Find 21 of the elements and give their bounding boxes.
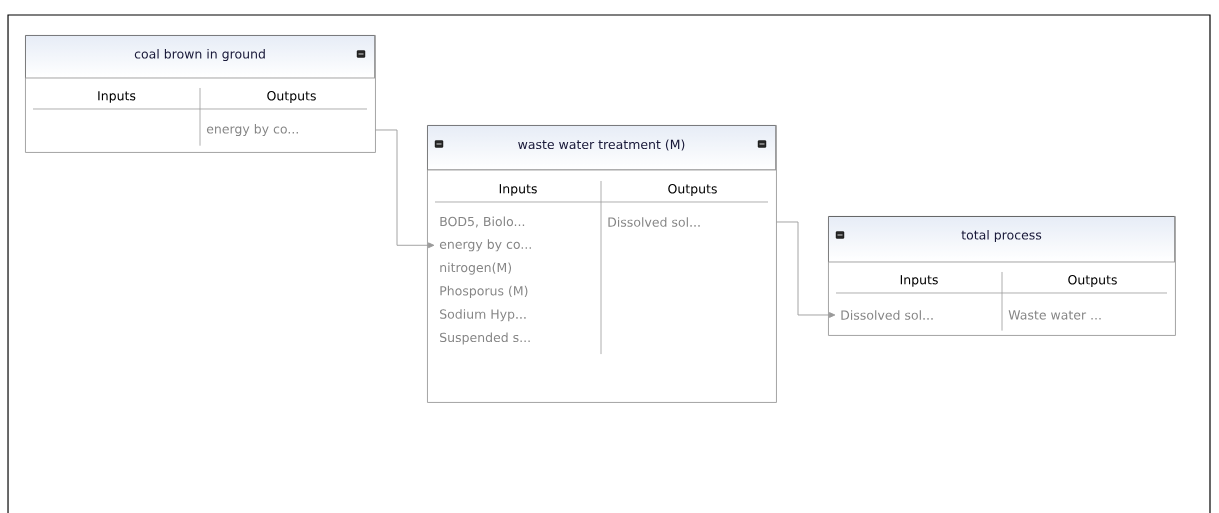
box-title: coal brown in ground [134,48,265,62]
port-label: BOD5, Biolo... [440,216,525,228]
column-header: Outputs [1068,275,1117,287]
port-label: energy by co... [439,239,531,252]
box-title: waste water treatment (M) [518,139,685,151]
box-title: total process [961,229,1042,243]
port-label: nitrogen(M) [440,262,512,275]
column-header: Outputs [267,91,316,103]
column-header: Outputs [668,184,717,196]
connector-arrow [374,129,435,249]
port-label: Waste water ... [1008,310,1101,320]
port-label: energy by co... [206,123,298,137]
connector-arrow [775,221,836,318]
port-label: Dissolved sol... [841,310,933,320]
port-label: Sodium Hyp... [440,309,526,322]
column-header: Inputs [499,184,537,196]
port-label: Phosporus (M) [440,285,528,298]
port-label: Suspended s... [440,332,530,345]
column-header: Inputs [98,91,136,103]
port-label: Dissolved sol... [608,217,700,227]
column-header: Inputs [900,275,938,287]
